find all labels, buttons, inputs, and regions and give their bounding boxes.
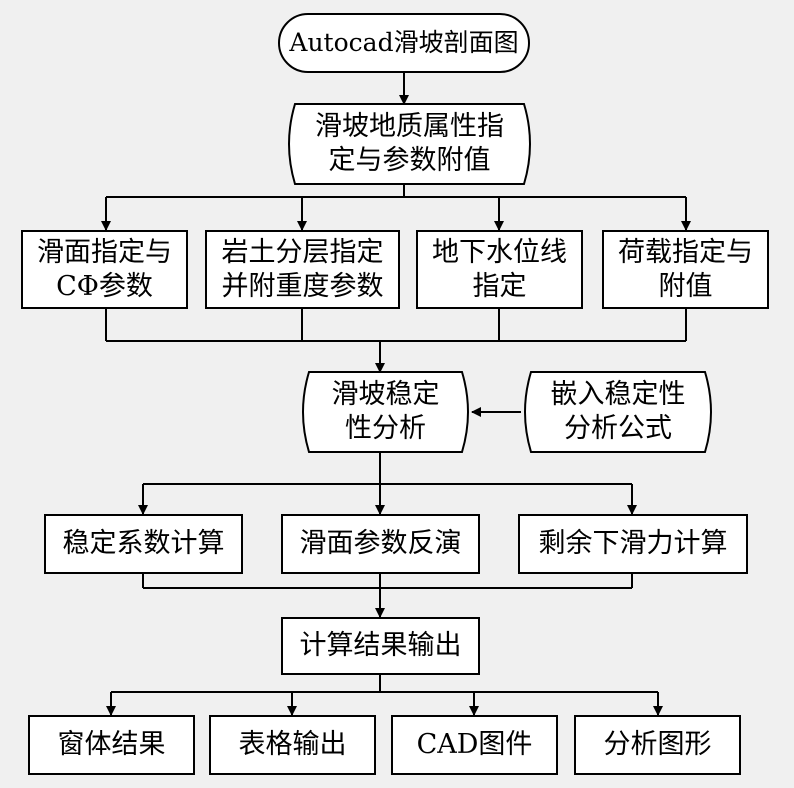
step-back-analysis: 滑面参数反演 <box>281 514 480 574</box>
embed-formula-label: 嵌入稳定性 分析公式 <box>550 379 686 444</box>
output-analysis-graph: 分析图形 <box>574 715 741 775</box>
step-groundwater: 地下水位线 指定 <box>416 230 583 309</box>
step-rock-layering-label: 岩土分层指定 并附重度参数 <box>221 236 384 302</box>
output-node: 计算结果输出 <box>281 617 480 675</box>
stability-analysis-node: 滑坡稳定 性分析 <box>309 372 462 452</box>
stability-analysis-label: 滑坡稳定 性分析 <box>331 379 440 444</box>
step-back-analysis-label: 滑面参数反演 <box>299 528 462 559</box>
output-window-result-label: 窗体结果 <box>57 729 166 760</box>
assign-properties-shape <box>288 103 531 185</box>
output-window-result: 窗体结果 <box>28 715 195 775</box>
step-rock-layering: 岩土分层指定 并附重度参数 <box>205 230 400 309</box>
start-node: Autocad滑坡剖面图 <box>279 14 529 72</box>
step-load: 荷载指定与 附值 <box>602 230 769 309</box>
output-analysis-graph-label: 分析图形 <box>603 729 712 760</box>
assign-properties-node: 滑坡地质属性指 定与参数附值 <box>295 104 524 184</box>
step-slip-surface-label: 滑面指定与 CΦ参数 <box>37 236 172 302</box>
step-slip-surface: 滑面指定与 CΦ参数 <box>21 230 188 309</box>
step-stability-coefficient: 稳定系数计算 <box>44 514 243 574</box>
output-node-label: 计算结果输出 <box>299 630 462 661</box>
output-table-label: 表格输出 <box>238 729 347 760</box>
output-cad-drawing: CAD图件 <box>391 715 558 775</box>
output-table: 表格输出 <box>209 715 376 775</box>
step-load-label: 荷载指定与 附值 <box>618 236 753 302</box>
embed-formula-shape <box>524 371 712 453</box>
embed-formula-node: 嵌入稳定性 分析公式 <box>531 372 705 452</box>
start-node-label: Autocad滑坡剖面图 <box>289 28 519 57</box>
stability-analysis-shape <box>302 371 469 453</box>
step-groundwater-label: 地下水位线 指定 <box>432 236 567 302</box>
step-stability-coefficient-label: 稳定系数计算 <box>62 528 225 559</box>
assign-properties-label: 滑坡地质属性指 定与参数附值 <box>315 111 504 176</box>
output-cad-drawing-label: CAD图件 <box>416 729 533 760</box>
step-residual-force-label: 剩余下滑力计算 <box>538 528 728 559</box>
step-residual-force: 剩余下滑力计算 <box>518 514 748 574</box>
